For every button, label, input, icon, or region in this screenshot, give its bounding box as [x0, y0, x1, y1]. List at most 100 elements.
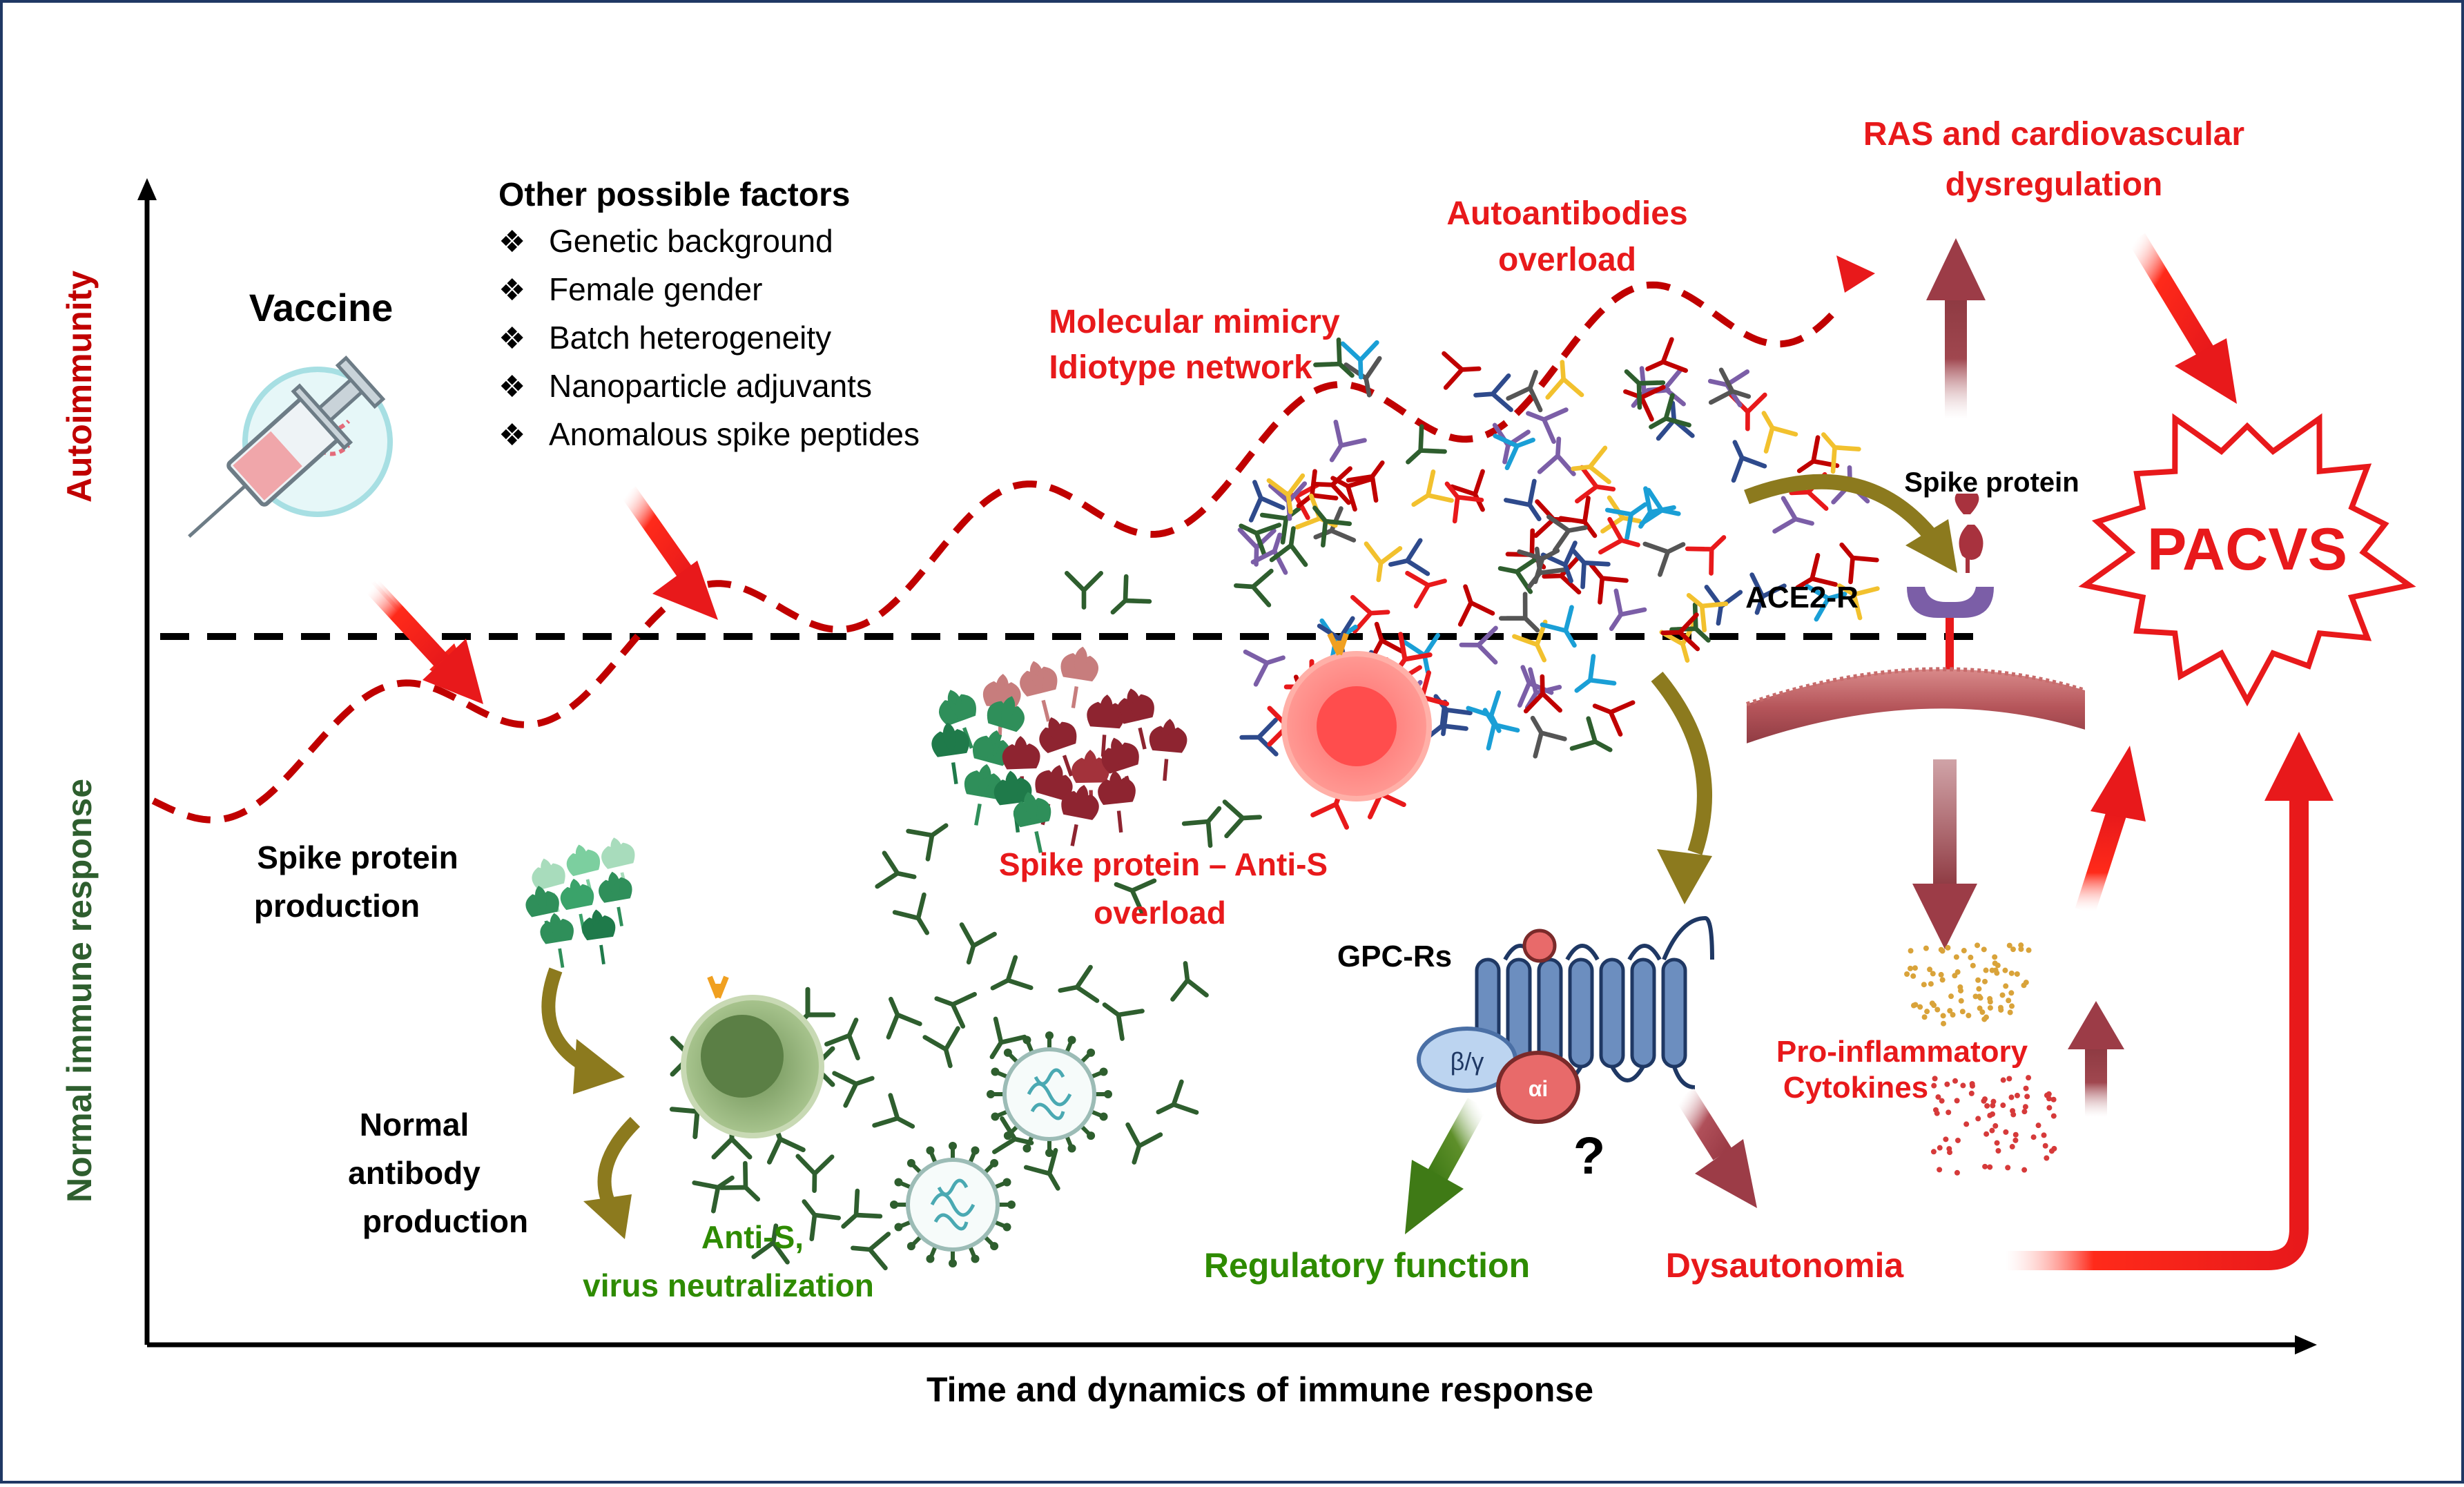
antibody-icon: [906, 823, 949, 862]
antibody-icon: [1642, 541, 1686, 577]
factor-bullet-icon: ❖: [498, 370, 525, 404]
antibody-icon: [1237, 527, 1277, 567]
spike-protein-icon: [581, 909, 616, 965]
antibody-icon: [1592, 700, 1636, 737]
cytokines-label-line2: Cytokines: [1783, 1071, 1928, 1105]
factor-bullet-icon: ❖: [498, 225, 525, 259]
antibody-icon: [1239, 523, 1282, 558]
spike-protein-icon: [1039, 717, 1077, 777]
immune-response-wave: [151, 281, 1838, 824]
antibody-icon: [1575, 465, 1616, 504]
spike-production-label: Spike protein: [257, 839, 458, 875]
antibody-icon: [1649, 393, 1691, 429]
antibody-icon: [1639, 487, 1681, 526]
alpha-i-subunit: αi: [1496, 1051, 1580, 1124]
factors-arrow: [621, 486, 718, 620]
factor-bullet-icon: ❖: [498, 273, 525, 307]
spike-protein-receptor-label: Spike protein: [1904, 467, 2079, 498]
antibody-icon: [1466, 690, 1502, 733]
antibody-icon: [1411, 469, 1454, 507]
antibody-to-gpcr-arrow: [1651, 671, 1712, 904]
antibody-icon: [1170, 961, 1209, 1002]
factor-item: Female gender: [549, 271, 762, 307]
antibody-icon: [1570, 547, 1611, 590]
spike-protein-icon: [540, 913, 574, 968]
spike-anti-s-overload-label: Spike protein – Anti-S: [999, 846, 1328, 882]
ras-to-pacvs-arrow: [2128, 233, 2237, 404]
antibody-icon: [1545, 360, 1584, 400]
antibody-icon: [1343, 356, 1382, 398]
antibody-icon: [1368, 621, 1406, 664]
regulatory-arrow: [1405, 1098, 1487, 1234]
wave-arrowhead: [1836, 255, 1875, 293]
antibody-icon: [1540, 541, 1578, 583]
antibody-icon: [1645, 337, 1688, 373]
antibody-icon: [1512, 619, 1548, 663]
spike-protein-icon: [1087, 694, 1125, 757]
dysautonomia-label: Dysautonomia: [1666, 1246, 1905, 1285]
regulatory-function-label: Regulatory function: [1204, 1246, 1530, 1285]
axes: [137, 178, 2317, 1354]
spike-antibody-cluster: [931, 646, 1187, 853]
antibody-icon: [1312, 466, 1352, 505]
antibody-icon: [1523, 674, 1562, 714]
cytokines-small-up-arrow: [2068, 1001, 2124, 1117]
antibody-icon: [886, 996, 922, 1040]
antibody-to-ace2-arrow: [1744, 474, 1957, 573]
antibody-icon: [1526, 407, 1569, 444]
antibody-icon: [1239, 717, 1279, 757]
antibody-icon: [1623, 385, 1666, 422]
vaccine-arrow: [366, 581, 483, 704]
dysautonomia-arrow: [1675, 1088, 1757, 1208]
question-mark: ?: [1573, 1127, 1605, 1185]
antibody-icon: [1243, 649, 1286, 687]
antibody-icon: [1330, 476, 1374, 512]
antibody-icon: [1250, 532, 1288, 575]
spike-protein-icon: [1098, 770, 1136, 833]
spike-protein-icon: [1954, 494, 1983, 573]
normal-antibody-label: Normal: [360, 1107, 469, 1143]
antibody-icon: [1114, 878, 1157, 915]
spike-protein-icon: [987, 696, 1025, 757]
antibody-icon: [1313, 337, 1355, 378]
virus-icon: [987, 1031, 1112, 1157]
membrane-to-cytokines-arrow: [1912, 759, 1977, 949]
antibody-icon: [1524, 667, 1562, 710]
antibody-icon: [1836, 583, 1880, 621]
antibody-icon: [1222, 799, 1262, 839]
antibody-icon: [1517, 548, 1560, 585]
syringe-icon: [188, 356, 393, 538]
antibody-icon: [1364, 541, 1403, 583]
antibody-icon: [1638, 486, 1676, 529]
antibody-icon: [692, 1175, 735, 1214]
factor-item: Genetic background: [549, 223, 833, 259]
antibody-icon: [1796, 435, 1840, 474]
antibody-icon: [1269, 526, 1308, 567]
antibody-icon: [1839, 542, 1879, 585]
antibody-icon: [1530, 715, 1567, 759]
ace2-label: ACE2-R: [1745, 581, 1859, 614]
antibody-icon: [1023, 1147, 1060, 1191]
factor-item: Batch heterogeneity: [549, 320, 831, 356]
antibody-icon: [1259, 505, 1302, 545]
antibody-icon: [1401, 632, 1440, 674]
ras-dysregulation-label: dysregulation: [1946, 166, 2163, 203]
antibody-icon: [1805, 584, 1847, 622]
antibody-icon: [1329, 419, 1367, 463]
antibody-icon: [1248, 480, 1286, 523]
factor-bullet-icon: ❖: [498, 322, 525, 356]
spike-protein-icon: [599, 871, 632, 926]
spike-production-label-line2: production: [254, 888, 420, 924]
cytokines-to-pacvs-arrow: [2075, 746, 2146, 915]
pacvs-starburst: PACVS: [2078, 413, 2416, 707]
spike-to-bcell-arrow: [541, 967, 625, 1094]
ligand-icon: [1522, 929, 1557, 963]
gpcr-label: GPC-Rs: [1337, 940, 1452, 973]
antibody-icon: [989, 1016, 1027, 1060]
antibody-icon: [1558, 496, 1598, 538]
antibody-icon: [1604, 502, 1648, 541]
antibody-icon: [1589, 563, 1629, 605]
cytokines-label: Pro-inflammatory: [1776, 1035, 2028, 1069]
bcell-to-antibody-arrow: [583, 1116, 641, 1239]
